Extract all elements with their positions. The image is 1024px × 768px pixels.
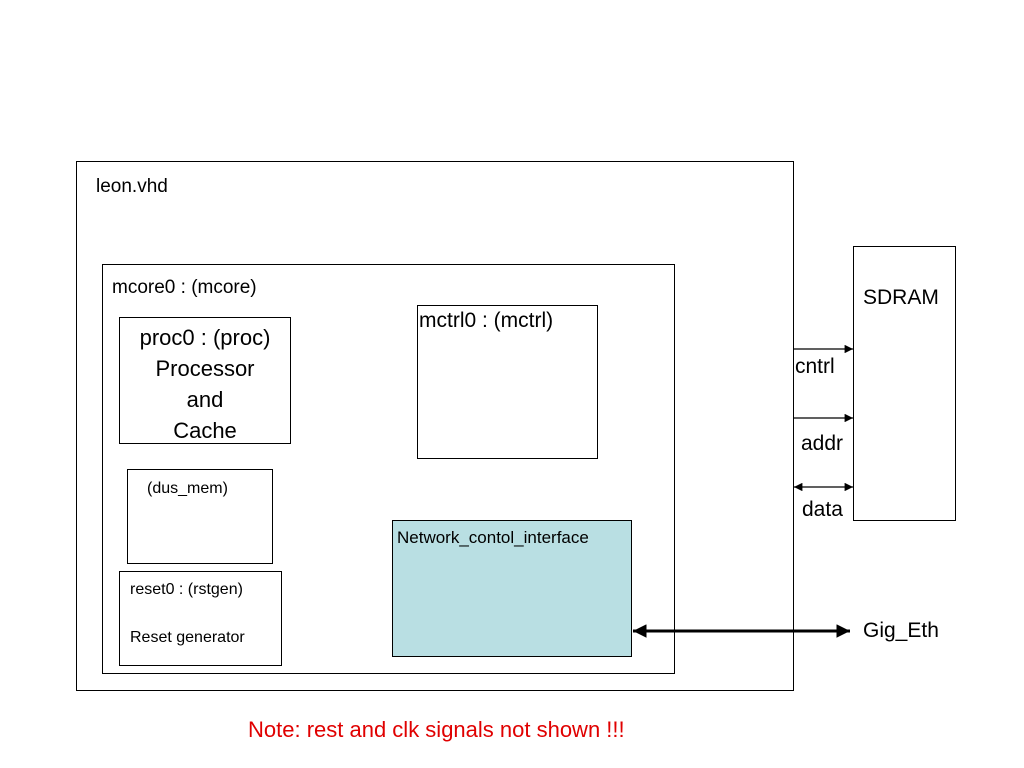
dus-mem-block (127, 469, 273, 564)
proc-label-line2: Processor (155, 356, 255, 381)
proc-label-line3: and (186, 387, 224, 412)
network-interface-label: Network_contol_interface (397, 528, 589, 547)
mctrl-block (417, 305, 598, 459)
proc-label-line4: Cache (173, 418, 237, 443)
data-signal-label: data (802, 498, 843, 521)
dus-mem-label: (dus_mem) (147, 480, 228, 497)
network-interface-block (392, 520, 632, 657)
addr-signal-label: addr (801, 432, 844, 455)
note-text: Note: rest and clk signals not shown !!! (248, 717, 625, 742)
proc-label-line1: proc0 : (proc) (139, 325, 271, 350)
reset-label-line2: Reset generator (130, 629, 245, 646)
proc-block: proc0 : (proc) Processor and Cache (119, 317, 291, 444)
sdram-label: SDRAM (863, 286, 939, 309)
cntrl-signal-label: cntrl (795, 355, 835, 378)
gig-eth-label: Gig_Eth (863, 619, 939, 642)
reset-block (119, 571, 282, 666)
mcore-label: mcore0 : (mcore) (112, 277, 257, 298)
leon-vhd-label: leon.vhd (96, 176, 168, 197)
sdram-block (853, 246, 956, 521)
reset-label-line1: reset0 : (rstgen) (130, 581, 243, 598)
mctrl-label: mctrl0 : (mctrl) (419, 309, 554, 332)
